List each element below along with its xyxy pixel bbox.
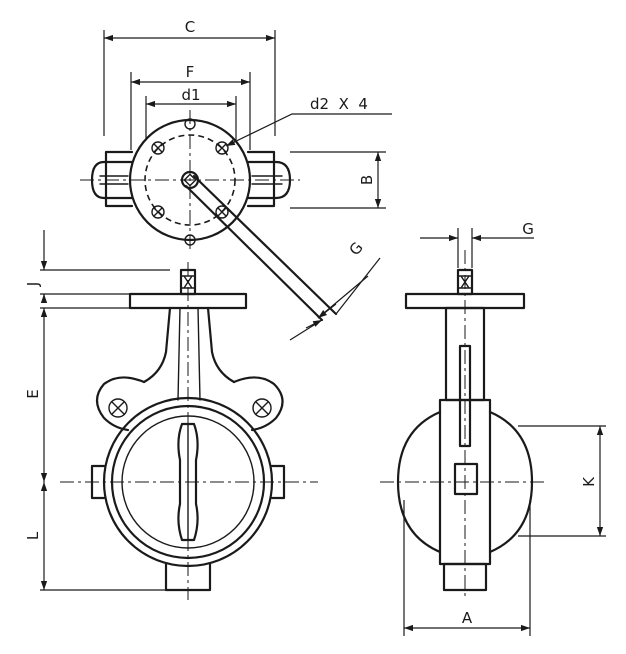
top-view-bolt-holes — [151, 141, 229, 219]
top-view — [80, 110, 300, 250]
label-L: L — [24, 531, 42, 540]
top-view-left-lug — [90, 160, 134, 200]
label-C: C — [185, 18, 195, 36]
front-view-right-ear-hole — [252, 398, 272, 418]
lever — [184, 174, 338, 322]
leader-d2x4 — [225, 113, 392, 147]
label-G-side: G — [522, 220, 534, 238]
side-view-stem-top — [456, 268, 474, 296]
front-view-bottom-stub — [164, 562, 212, 592]
front-view-left-ear-hole — [108, 398, 128, 418]
labels: C F d1 d2 X 4 B G G J E L A K — [24, 18, 598, 627]
side-view-stem-slot — [458, 344, 472, 448]
label-d1: d1 — [181, 86, 200, 104]
side-view — [380, 250, 545, 600]
top-view-right-lug — [246, 160, 292, 200]
top-view-right-lug-inner — [246, 150, 276, 208]
front-view-body-outer — [102, 396, 274, 568]
front-view-left-side-lug — [90, 464, 106, 500]
label-B: B — [358, 175, 376, 185]
side-view-body-right — [488, 410, 534, 554]
front-view-body-seat — [110, 404, 266, 560]
front-view-left-ear — [95, 376, 146, 432]
front-view-body-bore — [121, 415, 255, 549]
label-F: F — [186, 63, 195, 81]
side-view-hub — [453, 462, 479, 496]
front-view-stem-knurl — [180, 275, 196, 289]
top-view-left-lug-inner — [104, 150, 134, 208]
top-view-bolt-circle — [144, 134, 236, 226]
label-G-handle: G — [346, 239, 367, 259]
label-K: K — [580, 476, 598, 487]
front-view-right-side-lug — [270, 464, 286, 500]
front-view — [60, 262, 318, 600]
side-view-body-left — [396, 410, 442, 554]
front-view-stem-top — [179, 268, 197, 296]
front-view-disc — [177, 422, 199, 542]
side-view-bottom-stub — [442, 562, 488, 592]
label-A: A — [462, 609, 473, 627]
front-view-neck-outer — [142, 306, 236, 384]
top-view-boss-bottom — [184, 234, 196, 246]
top-view-left-slot — [99, 175, 129, 185]
front-view-right-ear — [232, 376, 284, 432]
label-d2x4: d2 X 4 — [310, 95, 368, 113]
dimensions — [40, 30, 606, 636]
label-J: J — [24, 282, 42, 287]
top-view-boss-top — [184, 118, 196, 130]
top-view-flange-circle — [128, 118, 252, 242]
front-view-neck-inner — [177, 307, 201, 401]
top-view-stem-square — [183, 173, 197, 187]
label-E: E — [24, 389, 42, 398]
top-view-right-slot — [251, 175, 283, 185]
